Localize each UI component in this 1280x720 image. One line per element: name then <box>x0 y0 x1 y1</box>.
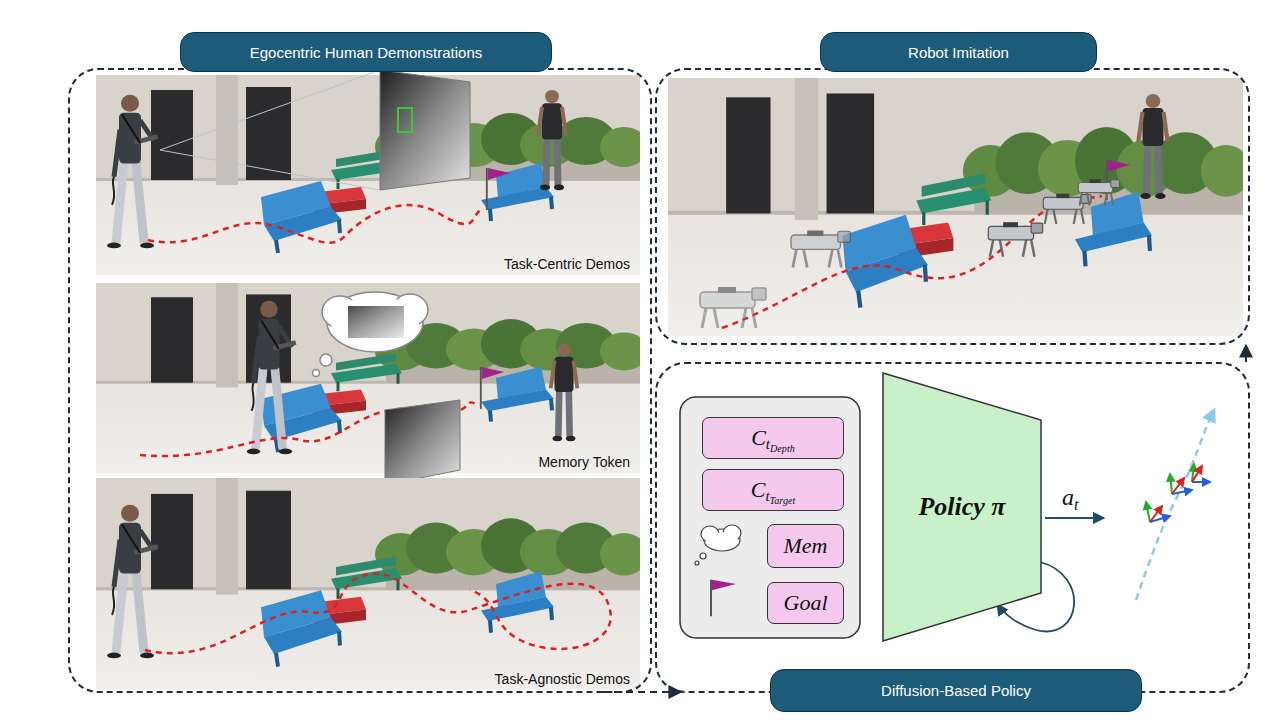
demo-panel: Egocentric Human DemonstrationsTask-Cent… <box>68 68 652 693</box>
illustration-use <box>107 505 158 658</box>
trajectory <box>1136 410 1214 600</box>
subscript: Depth <box>770 444 795 455</box>
illustration-polygon <box>380 70 470 190</box>
photo-caption: Memory Token <box>538 454 630 470</box>
illustration-use <box>247 301 297 454</box>
token-label: Mem <box>784 533 828 559</box>
flow-arrow <box>1245 345 1247 362</box>
illustration-use <box>1138 94 1167 199</box>
action-label: at <box>1062 484 1079 511</box>
policy-block: Policy π <box>882 372 1042 642</box>
illustration-polygon <box>385 400 460 485</box>
imitation-panel: Robot Imitation <box>655 68 1250 345</box>
illustration-use <box>1043 194 1091 224</box>
trapezoid-outline <box>883 373 1041 641</box>
subscript: tDepth <box>766 436 795 452</box>
illustration-line <box>1146 502 1150 522</box>
photo-robot-imitation <box>668 78 1251 336</box>
illustration-path <box>722 196 1102 328</box>
illustration-line <box>1172 478 1184 494</box>
illustration-rect <box>348 306 404 338</box>
illustration-line <box>1192 466 1202 482</box>
illustration-ellipse <box>706 532 738 550</box>
token-label: CtDepth <box>751 425 795 451</box>
photo-panel: Task-Centric Demos <box>98 77 642 277</box>
illustration-ellipse <box>331 296 419 348</box>
text-base: C <box>751 425 766 450</box>
token-label: Goal <box>784 590 828 616</box>
panel-title: Robot Imitation <box>820 32 1097 72</box>
photo-panel: Memory Token <box>98 285 642 475</box>
illustration-use <box>538 90 566 190</box>
policy-label: Policy π <box>912 490 1012 524</box>
photo-caption: Task-Centric Demos <box>504 256 630 272</box>
photo-panel: Task-Agnostic Demos <box>98 480 642 692</box>
illustration-use <box>96 478 648 690</box>
illustration-circle <box>320 354 332 366</box>
illustration-line <box>1192 481 1210 483</box>
illustration-use <box>96 75 648 275</box>
memory-cloud-icon <box>695 525 741 565</box>
photo-memory-token <box>96 283 648 485</box>
panel-title: Diffusion-Based Policy <box>770 669 1142 712</box>
panel-title: Egocentric Human Demonstrations <box>180 32 552 72</box>
illustration-circle <box>313 370 320 377</box>
subscript: t <box>1074 495 1079 514</box>
policy-panel: Diffusion-Based PolicyCtDepthCtTargetMem… <box>655 362 1250 693</box>
photo-task-centric <box>96 70 648 275</box>
text-base: a <box>1062 484 1074 510</box>
illustration-rect <box>398 108 412 132</box>
illustration-use <box>487 168 510 210</box>
illustration-circle <box>695 561 699 565</box>
token-label: CtTarget <box>751 477 796 503</box>
action-arrow <box>1045 517 1104 519</box>
input-token: Mem <box>767 524 844 568</box>
illustration-line <box>1150 506 1162 522</box>
input-group-box <box>680 397 860 638</box>
illustration-line <box>160 150 380 190</box>
input-token: Goal <box>767 582 844 624</box>
illustration-path <box>145 573 611 653</box>
illustration-line <box>160 70 380 150</box>
photo-caption: Task-Agnostic Demos <box>495 671 630 687</box>
text-base: C <box>751 477 766 502</box>
input-token: CtTarget <box>702 469 844 511</box>
subscript: tTarget <box>765 488 795 504</box>
illustration-circle <box>700 553 706 559</box>
illustration-use <box>551 344 578 441</box>
subscript: Target <box>770 496 796 507</box>
input-token: CtDepth <box>702 417 844 459</box>
illustration-use <box>700 287 766 328</box>
illustration-use <box>1078 179 1119 205</box>
illustration-use <box>791 231 850 268</box>
illustration-use <box>668 78 1251 336</box>
illustration-use <box>481 367 504 409</box>
illustration-use <box>988 222 1042 256</box>
illustration-path <box>1136 410 1214 600</box>
illustration-use <box>107 95 158 248</box>
photo-task-agnostic <box>96 478 648 690</box>
goal-flag-icon <box>711 580 736 617</box>
illustration-path <box>148 205 482 243</box>
illustration-line <box>1170 474 1172 494</box>
illustration-use <box>96 283 648 473</box>
